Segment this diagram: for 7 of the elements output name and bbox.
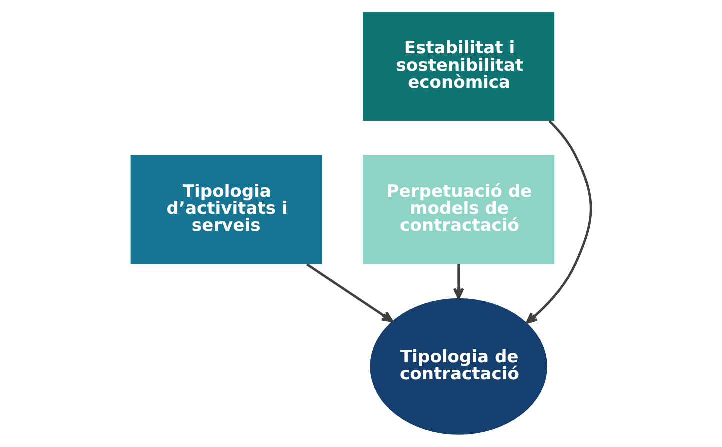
arrow <box>306 264 394 322</box>
arrow <box>453 264 464 300</box>
arrow <box>526 120 592 324</box>
node-ellipse: Tipologia de contractació <box>370 298 548 435</box>
node-box: Tipologia d’activitats i serveis <box>130 155 322 264</box>
node-box: Estabilitat i sostenibilitat econòmica <box>363 12 555 122</box>
node-box: Perpetuació de models de contractació <box>363 155 555 264</box>
